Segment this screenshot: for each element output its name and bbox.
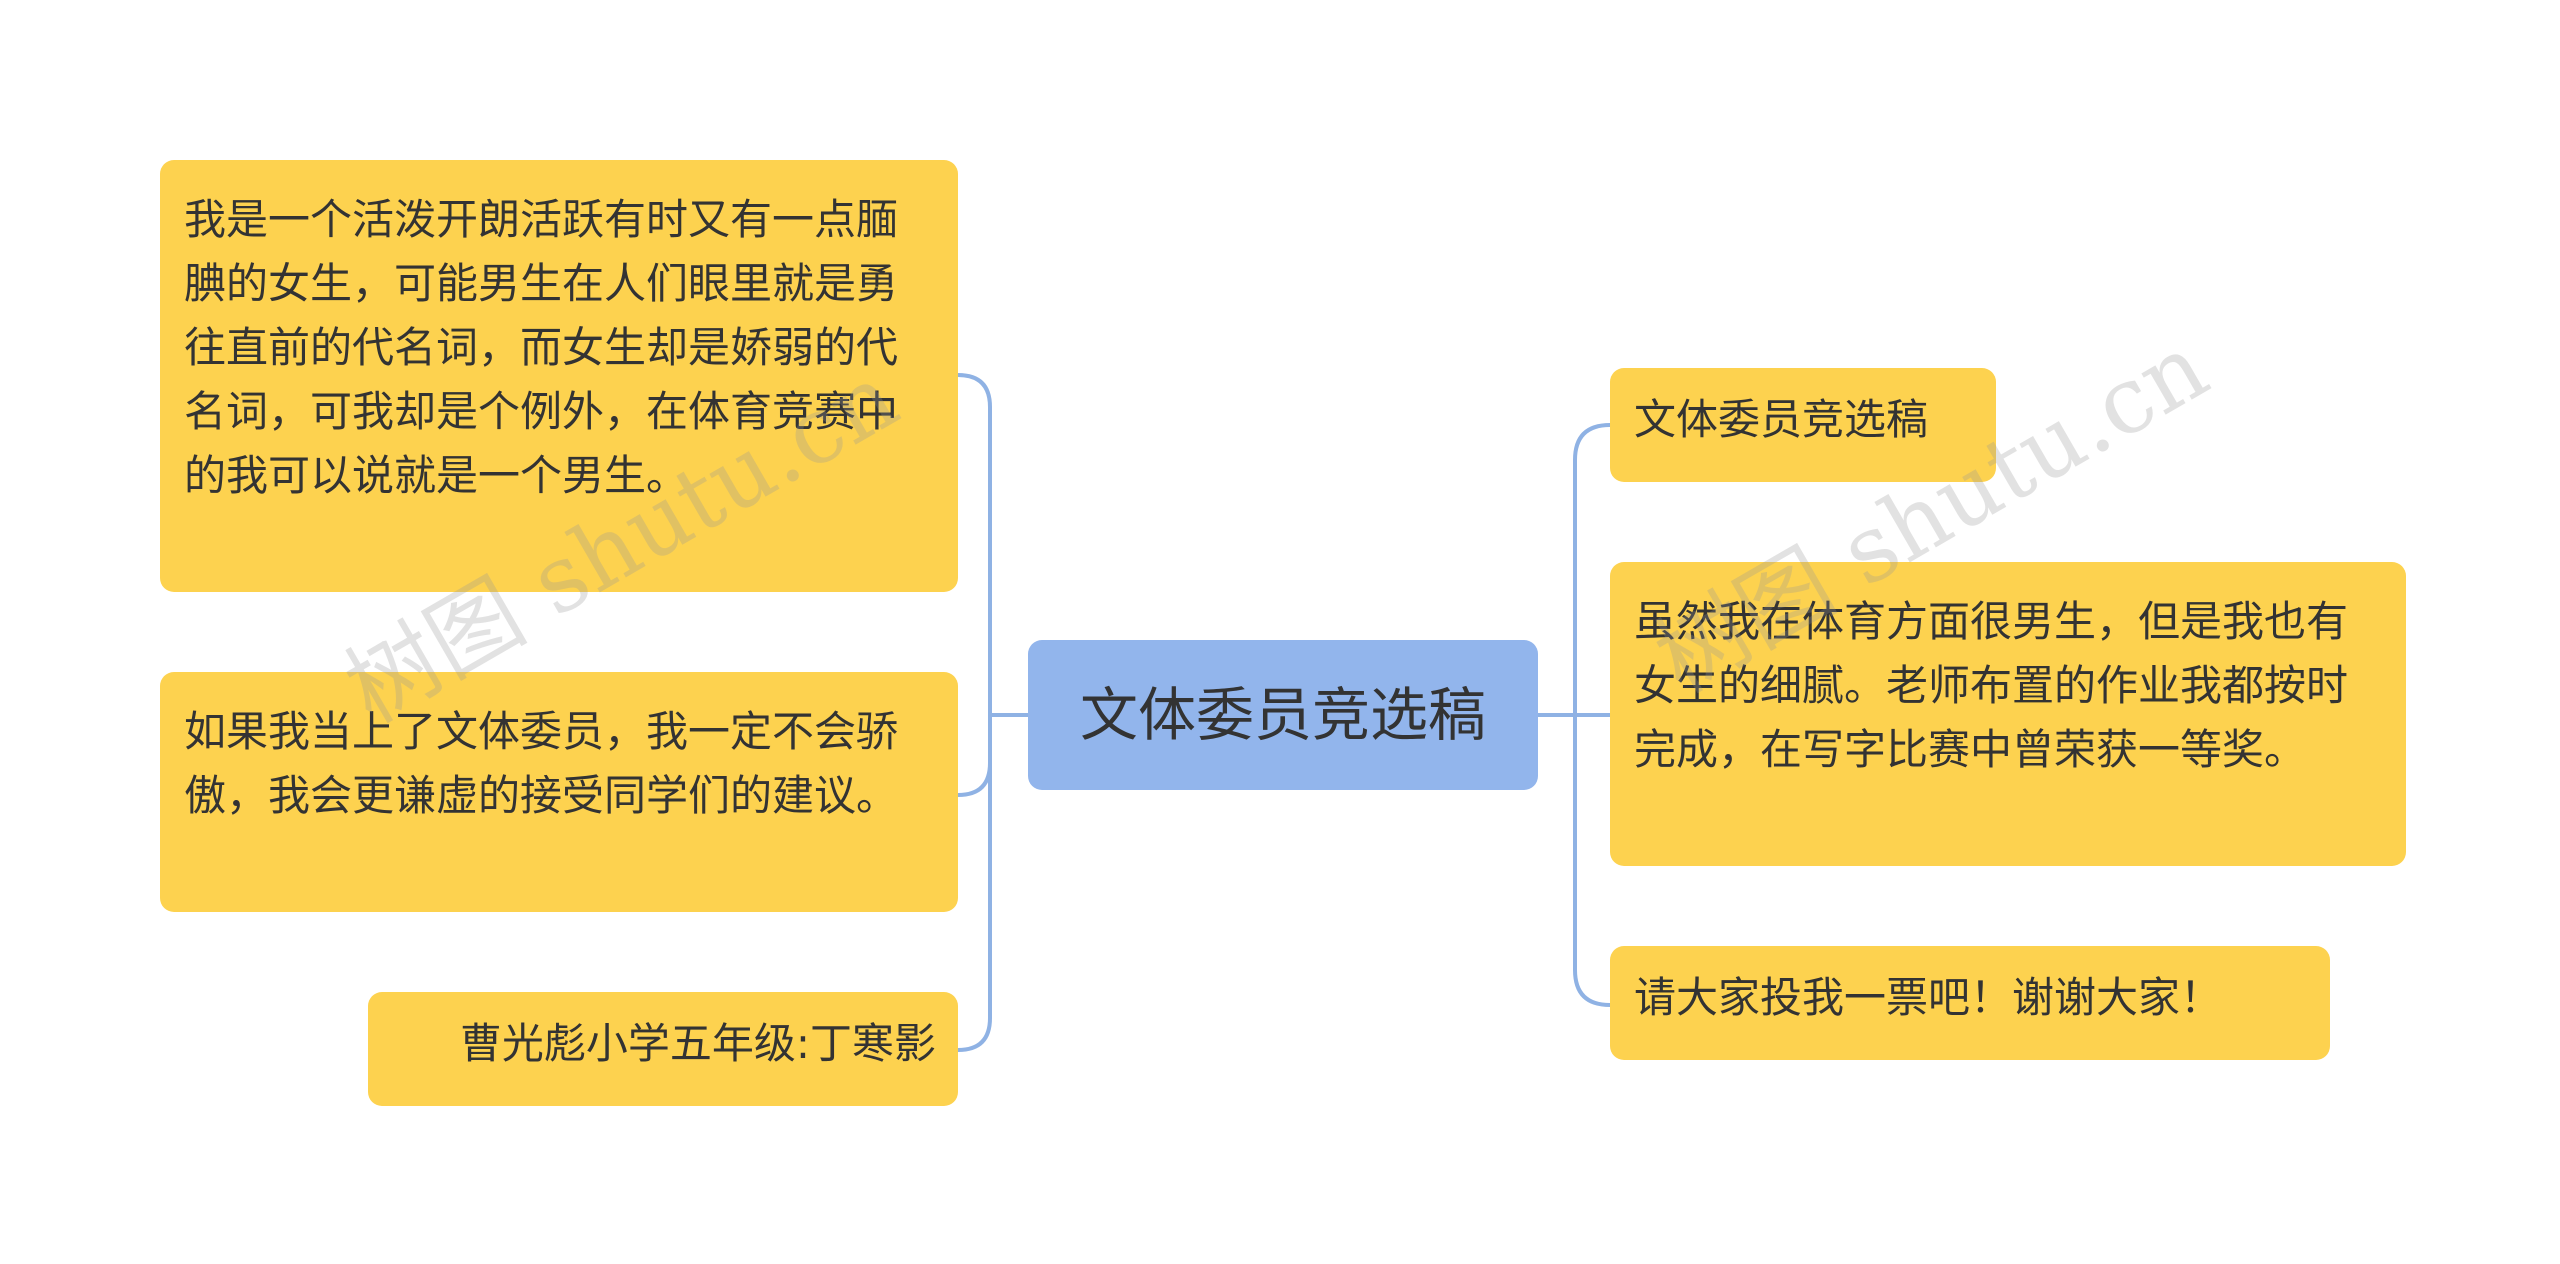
left-node-promise-text: 如果我当上了文体委员，我一定不会骄傲，我会更谦虚的接受同学们的建议。 [184,707,899,820]
left-node-author[interactable]: 曹光彪小学五年级:丁寒影 [368,992,958,1106]
connector-left-trunk [957,373,992,1052]
left-node-author-text: 曹光彪小学五年级:丁寒影 [459,1019,936,1068]
left-node-promise[interactable]: 如果我当上了文体委员，我一定不会骄傲，我会更谦虚的接受同学们的建议。 [160,672,958,912]
center-node-label: 文体委员竞选稿 [1079,681,1486,749]
right-node-detail[interactable]: 虽然我在体育方面很男生，但是我也有女生的细腻。老师布置的作业我都按时完成，在写字… [1610,562,2406,866]
connector-left-branch-2 [957,762,992,797]
left-node-intro-text: 我是一个活泼开朗活跃有时又有一点腼腆的女生，可能男生在人们眼里就是勇往直前的代名… [184,195,899,500]
right-node-closing[interactable]: 请大家投我一票吧！谢谢大家！ [1610,946,2330,1060]
left-node-intro[interactable]: 我是一个活泼开朗活跃有时又有一点腼腆的女生，可能男生在人们眼里就是勇往直前的代名… [160,160,958,592]
right-node-title[interactable]: 文体委员竞选稿 [1610,368,1996,482]
right-node-detail-text: 虽然我在体育方面很男生，但是我也有女生的细腻。老师布置的作业我都按时完成，在写字… [1634,597,2349,774]
right-node-title-text: 文体委员竞选稿 [1634,395,1929,444]
center-node[interactable]: 文体委员竞选稿 [1028,640,1538,790]
right-node-closing-text: 请大家投我一票吧！谢谢大家！ [1634,973,2223,1022]
